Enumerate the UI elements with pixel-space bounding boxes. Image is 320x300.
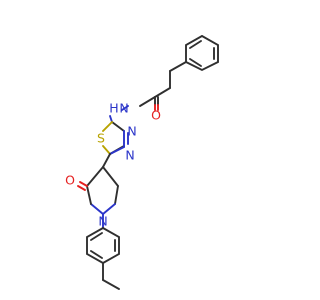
pyrrolidine-nitrogen-label: N [98, 214, 107, 229]
thiadiazole-nitrogen-lower-label: N [125, 148, 134, 163]
pyrrolidinone-ring [77, 166, 119, 215]
molecule-structure-diagram: N H O S N N O N [65, 35, 219, 290]
ethylphenyl-group [86, 213, 120, 290]
amide-oxygen-label: O [151, 108, 161, 123]
amide-bonds [109, 104, 159, 123]
amide-hydrogen-label: H [109, 101, 118, 116]
butanoyl-chain [139, 61, 187, 107]
amide-nitrogen-label: N [119, 101, 128, 116]
thiadiazole-sulfur-label: S [97, 131, 105, 146]
phenyl-ring [185, 35, 219, 72]
lactam-oxygen-label: O [65, 173, 75, 188]
thiadiazole-nitrogen-upper-label: N [127, 124, 136, 139]
thiadiazole-ring [102, 121, 129, 168]
